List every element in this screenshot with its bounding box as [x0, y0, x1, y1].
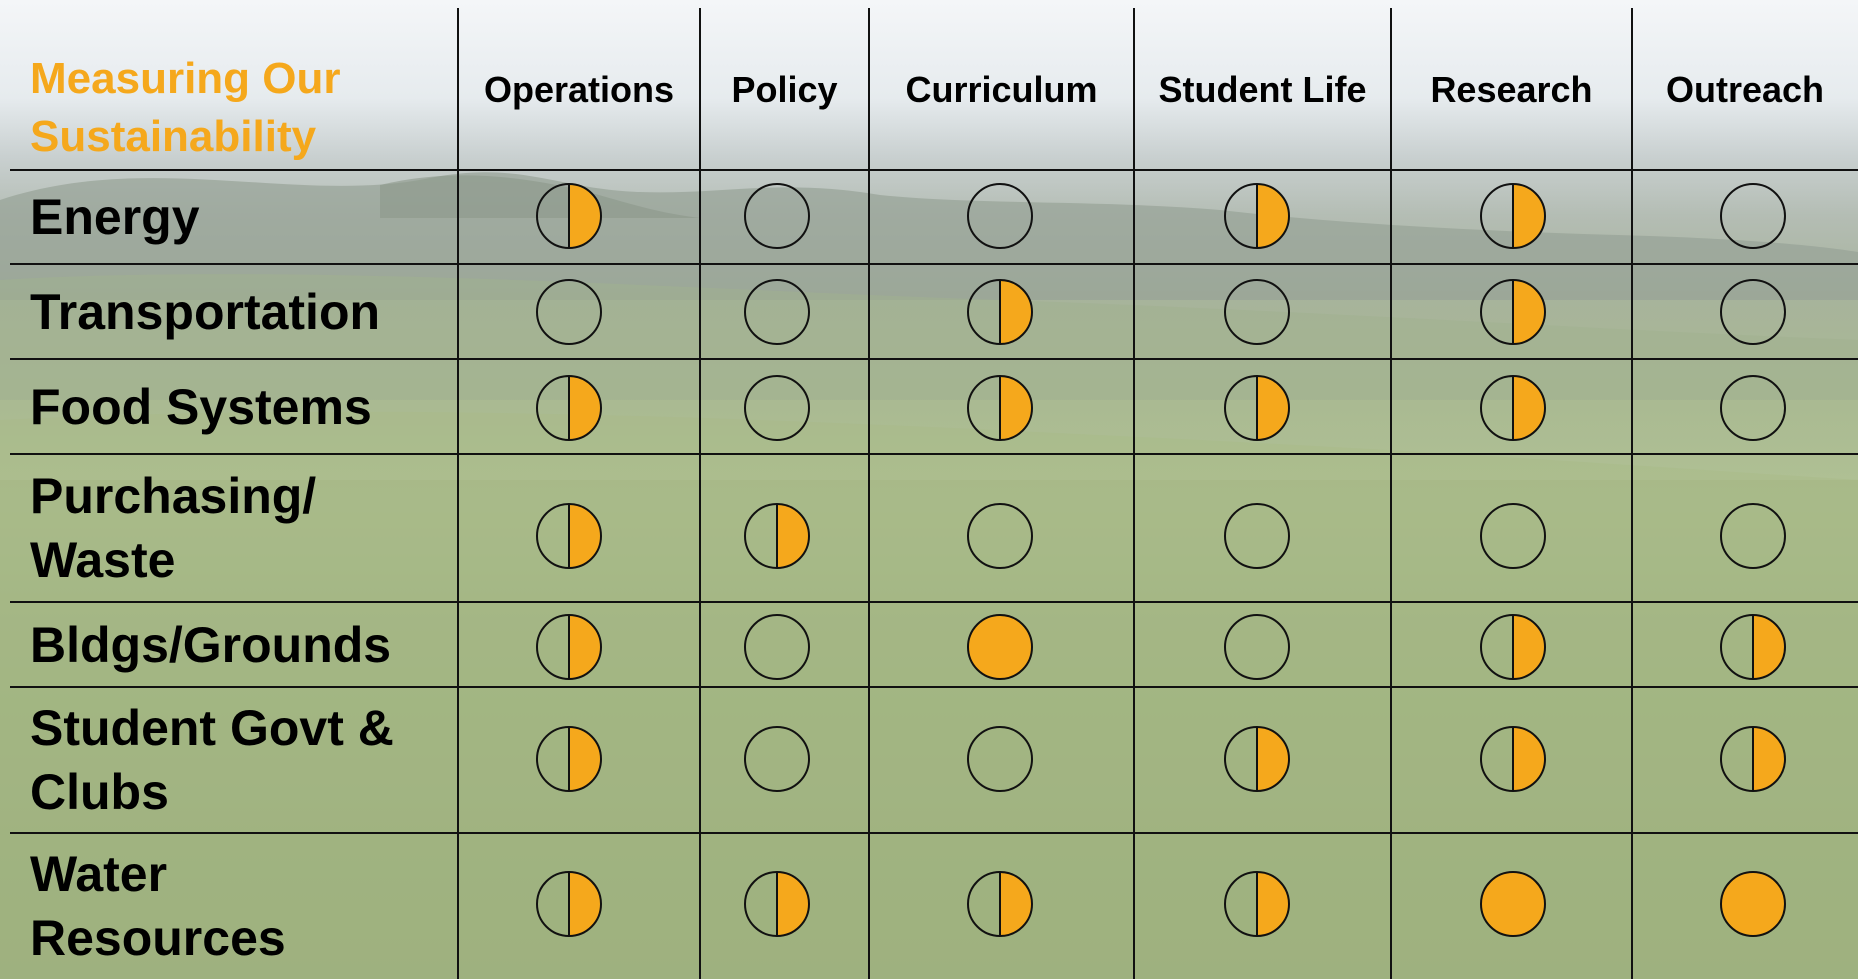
- column-header-outreach: Outreach: [1665, 69, 1825, 110]
- row-header-water-resources: Water Resources: [30, 833, 286, 979]
- column-header-operations: Operations: [483, 69, 675, 110]
- half-filled-circle-icon: [967, 375, 1033, 441]
- half-filled-circle-icon: [1480, 279, 1546, 345]
- half-filled-circle-icon: [744, 871, 810, 937]
- row-header-bldgs-grounds: Bldgs/Grounds: [30, 602, 391, 687]
- table-title: Measuring Our Sustainability: [30, 50, 341, 166]
- row-label-line: Food Systems: [30, 378, 372, 435]
- table-title-line-1: Measuring Our: [30, 54, 341, 103]
- empty-circle-icon: [1480, 503, 1546, 569]
- half-filled-circle-icon: [536, 183, 602, 249]
- row-label-line: Student Govt &: [30, 700, 394, 756]
- row-label-line: Purchasing/: [30, 468, 317, 524]
- empty-circle-icon: [536, 279, 602, 345]
- row-label-line: Clubs: [30, 764, 169, 820]
- column-header-research: Research: [1430, 69, 1593, 110]
- half-filled-circle-icon: [536, 871, 602, 937]
- empty-circle-icon: [1224, 279, 1290, 345]
- filled-circle-icon: [967, 614, 1033, 680]
- row-label-line: Resources: [30, 910, 286, 966]
- half-filled-circle-icon: [967, 871, 1033, 937]
- half-filled-circle-icon: [1480, 183, 1546, 249]
- half-filled-circle-icon: [1224, 375, 1290, 441]
- column-header-student-life: Student Life: [1158, 69, 1367, 110]
- row-header-energy: Energy: [30, 170, 200, 264]
- row-label-line: Waste: [30, 532, 176, 588]
- table-title-line-2: Sustainability: [30, 112, 317, 161]
- row-label-line: Energy: [30, 189, 200, 245]
- empty-circle-icon: [1720, 503, 1786, 569]
- half-filled-circle-icon: [1720, 726, 1786, 792]
- half-filled-circle-icon: [967, 279, 1033, 345]
- half-filled-circle-icon: [1720, 614, 1786, 680]
- filled-circle-icon: [1720, 871, 1786, 937]
- half-filled-circle-icon: [1224, 183, 1290, 249]
- half-filled-circle-icon: [1224, 871, 1290, 937]
- half-filled-circle-icon: [1480, 614, 1546, 680]
- empty-circle-icon: [744, 279, 810, 345]
- empty-circle-icon: [1224, 614, 1290, 680]
- half-filled-circle-icon: [536, 726, 602, 792]
- empty-circle-icon: [744, 614, 810, 680]
- row-header-student-govt-clubs: Student Govt & Clubs: [30, 687, 394, 833]
- half-filled-circle-icon: [536, 375, 602, 441]
- row-header-transportation: Transportation: [30, 264, 380, 359]
- column-header-policy: Policy: [731, 69, 838, 110]
- half-filled-circle-icon: [536, 614, 602, 680]
- half-filled-circle-icon: [744, 503, 810, 569]
- row-label-line: Transportation: [30, 283, 381, 340]
- row-label-line: Water: [30, 846, 168, 902]
- half-filled-circle-icon: [1480, 726, 1546, 792]
- empty-circle-icon: [1224, 503, 1290, 569]
- empty-circle-icon: [967, 183, 1033, 249]
- column-header-curriculum: Curriculum: [905, 69, 1098, 110]
- empty-circle-icon: [967, 503, 1033, 569]
- empty-circle-icon: [1720, 375, 1786, 441]
- row-label-line: Bldgs/Grounds: [30, 616, 392, 673]
- half-filled-circle-icon: [536, 503, 602, 569]
- empty-circle-icon: [744, 183, 810, 249]
- row-header-purchasing-waste: Purchasing/ Waste: [30, 454, 316, 602]
- filled-circle-icon: [1480, 871, 1546, 937]
- empty-circle-icon: [1720, 183, 1786, 249]
- empty-circle-icon: [744, 726, 810, 792]
- half-filled-circle-icon: [1224, 726, 1290, 792]
- half-filled-circle-icon: [1480, 375, 1546, 441]
- empty-circle-icon: [744, 375, 810, 441]
- empty-circle-icon: [1720, 279, 1786, 345]
- row-header-food-systems: Food Systems: [30, 359, 372, 454]
- empty-circle-icon: [967, 726, 1033, 792]
